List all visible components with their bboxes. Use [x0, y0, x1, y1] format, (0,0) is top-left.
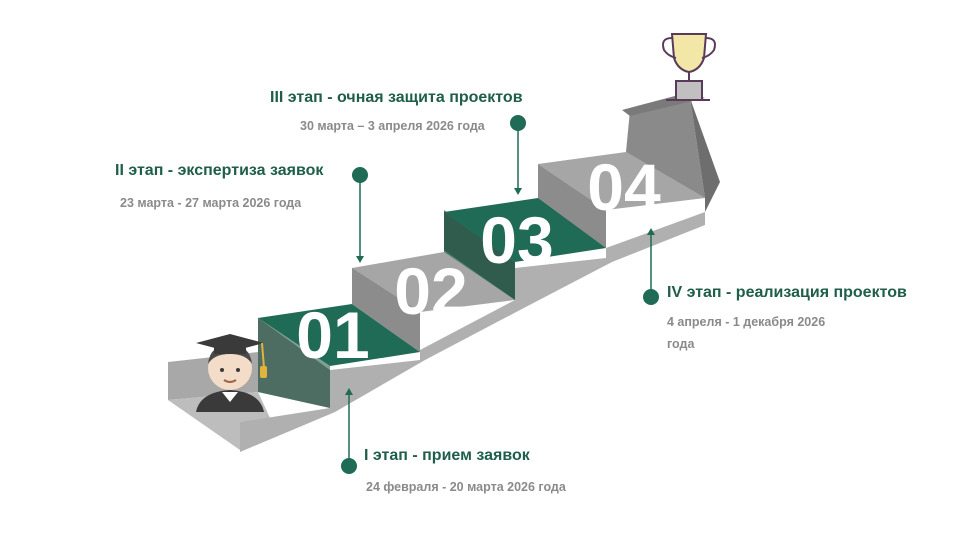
step-4-riser [538, 164, 606, 248]
stage-4-date-line1: 4 апреля - 1 декабря 2026 [667, 315, 826, 329]
stage-2-title: II этап - экспертиза заявок [115, 162, 324, 179]
connector-stage-1-dot [341, 458, 357, 474]
connector-stage-3-dot [510, 115, 526, 131]
step-number-03: 03 [480, 203, 553, 277]
stage-2-date: 23 марта - 27 марта 2026 года [120, 196, 302, 210]
arrow-side [690, 98, 720, 212]
stage-1-title: I этап - прием заявок [364, 447, 530, 464]
connector-stage-4-arrow [647, 228, 655, 235]
step-number-01: 01 [296, 298, 369, 372]
arrow-shaft [626, 98, 705, 198]
stage-1-date: 24 февраля - 20 марта 2026 года [366, 480, 566, 494]
connector-stage-3-arrow [514, 188, 522, 195]
step-3-tread [444, 198, 606, 262]
stage-3-date: 30 марта – 3 апреля 2026 года [300, 119, 485, 133]
graduate-student-icon [196, 334, 267, 412]
connector-stage-4-dot [643, 289, 659, 305]
stage-4-date-line2: года [667, 337, 695, 351]
step-2-riser [352, 268, 420, 352]
connector-stage-1-arrow [345, 388, 353, 395]
connector-stage-2-arrow [356, 256, 364, 263]
step-number-02: 02 [394, 254, 467, 328]
step-1-side [258, 318, 330, 408]
stage-3-title: III этап - очная защита проектов [270, 89, 523, 106]
step-3-riser [444, 212, 515, 300]
connector-stage-2-dot [352, 167, 368, 183]
step-4-tread [538, 152, 705, 210]
step-2-tread [352, 252, 515, 312]
front-wall [240, 212, 705, 452]
trophy-icon [662, 33, 716, 101]
stage-4-title: IV этап - реализация проектов [667, 284, 907, 301]
step-number-04: 04 [587, 150, 661, 224]
step-1-tread [258, 304, 420, 366]
